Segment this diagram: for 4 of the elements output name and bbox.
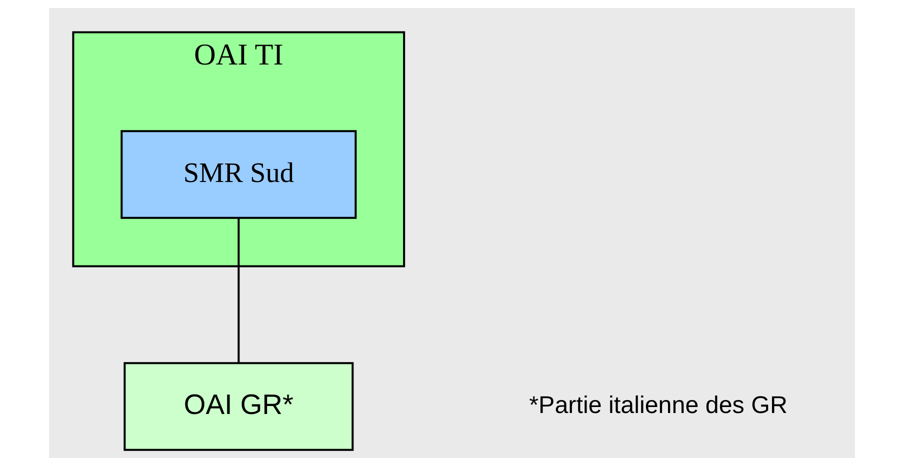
label: *Partie italienne des GR: [529, 392, 788, 419]
node-box: OAI GR*: [124, 362, 354, 451]
node-box: SMR Sud: [120, 130, 357, 219]
connector: [238, 218, 240, 363]
